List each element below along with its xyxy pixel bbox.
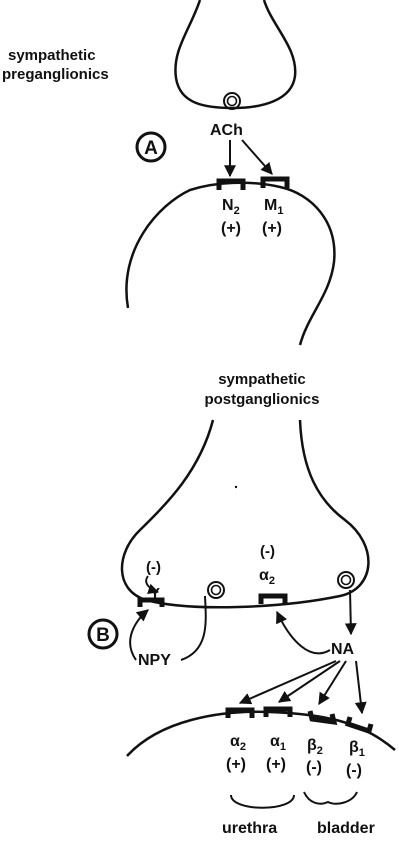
n2-sign: (+)	[221, 220, 241, 237]
arrow-na-to-alpha2-pre	[277, 612, 330, 653]
stray-dot	[235, 486, 237, 488]
beta2-sign: (-)	[306, 759, 322, 776]
arrow-vesicle-to-na	[350, 590, 351, 634]
beta1-sign: (-)	[346, 762, 362, 779]
ach-label: ACh	[210, 122, 243, 139]
alpha1-label: α1	[270, 733, 286, 753]
section-b-marker: B	[89, 620, 117, 648]
postganglionics-label-line2: postganglionics	[204, 391, 319, 408]
m1-sign: (+)	[262, 220, 282, 237]
vesicle-b-left	[208, 582, 224, 598]
beta1-label: β1	[349, 739, 365, 759]
alpha2-label: α2	[230, 733, 246, 753]
vesicle-b-right	[338, 572, 354, 588]
preganglionics-label-line1: sympathetic	[8, 47, 96, 64]
npy-label: NPY	[138, 652, 171, 669]
postganglionics-label-line1: sympathetic	[218, 371, 306, 388]
bladder-bracket	[304, 792, 357, 804]
bladder-label: bladder	[317, 820, 375, 837]
vesicle-a	[224, 93, 240, 109]
beta2-label: β2	[307, 737, 323, 757]
section-b: (-) Y (-) α2 B NPY NA	[89, 420, 395, 837]
section-a-marker: A	[137, 133, 165, 161]
arrow-ach-to-m1	[242, 140, 272, 174]
alpha2-presynaptic-sign: (-)	[260, 543, 275, 560]
section-b-letter: B	[96, 625, 110, 646]
preganglionic-terminal	[175, 0, 295, 108]
arrow-na-to-beta1	[356, 661, 362, 713]
section-a: sympathetic preganglionics ACh A N2 (+) …	[2, 0, 334, 345]
n2-receptor	[219, 181, 243, 190]
preganglionics-label-line2: preganglionics	[2, 66, 109, 83]
alpha2-presynaptic-receptor	[261, 596, 285, 604]
m1-label: M1	[264, 197, 283, 217]
y-sign: (-)	[146, 559, 161, 576]
beta1-receptor	[348, 717, 371, 731]
postganglionic-terminal	[122, 420, 368, 607]
urethra-bracket	[231, 795, 294, 808]
alpha2-sign: (+)	[226, 756, 246, 773]
urethra-label: urethra	[222, 820, 277, 837]
alpha2-presynaptic-label: α2	[259, 567, 275, 587]
n2-label: N2	[222, 197, 240, 217]
na-label: NA	[331, 641, 355, 658]
section-a-letter: A	[144, 138, 158, 159]
alpha1-sign: (+)	[266, 756, 286, 773]
